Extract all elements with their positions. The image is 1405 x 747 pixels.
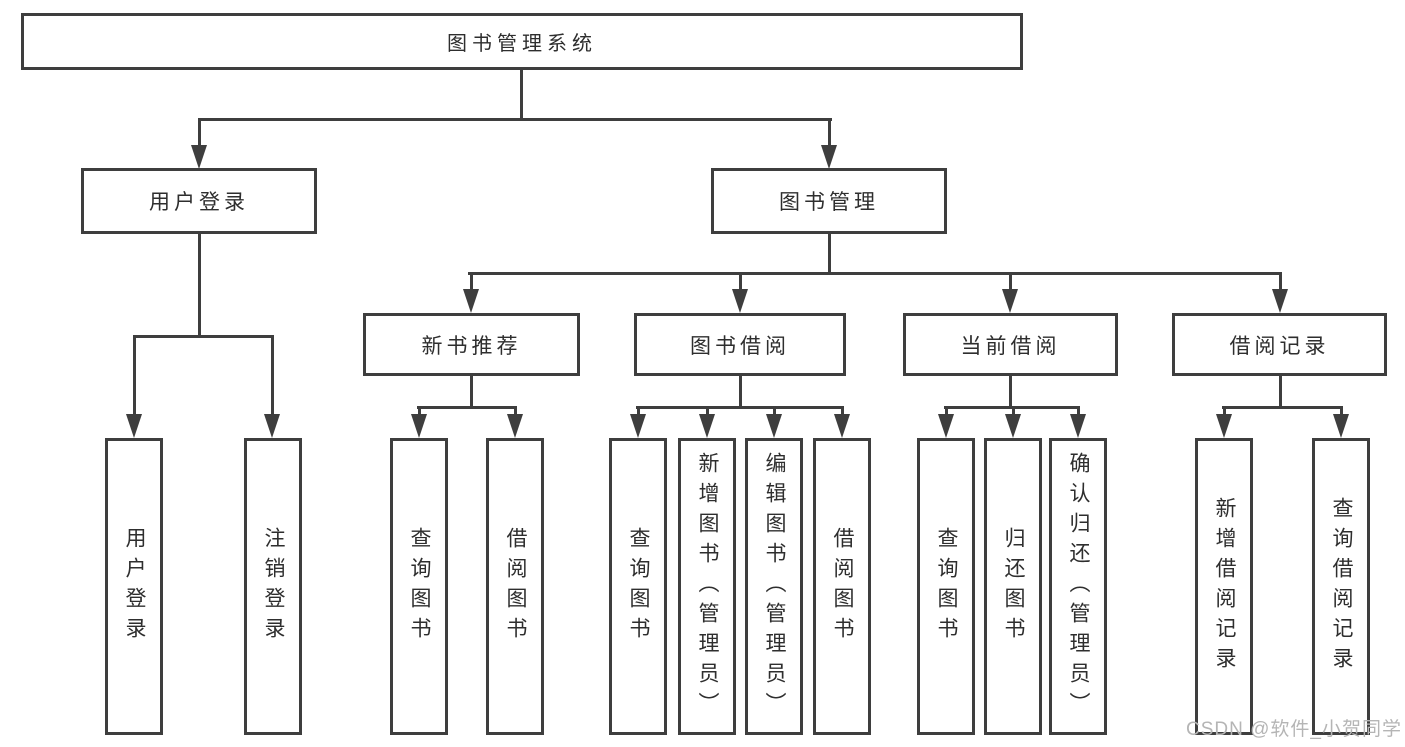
connector-line: [271, 337, 274, 415]
connector-line: [739, 376, 742, 408]
arrowhead-icon: [264, 414, 280, 438]
leaf-borrow-edit-books-admin: 编辑图书（管理员）: [745, 438, 803, 735]
arrowhead-icon: [126, 414, 142, 438]
connector-line: [636, 406, 844, 409]
arrowhead-icon: [732, 289, 748, 313]
arrowhead-icon: [191, 145, 207, 169]
connector-line: [944, 406, 1080, 409]
arrowhead-icon: [1005, 414, 1021, 438]
node-book-management: 图书管理: [711, 168, 947, 234]
node-new-book-recommend: 新书推荐: [363, 313, 580, 376]
connector-line: [418, 408, 421, 416]
arrowhead-icon: [834, 414, 850, 438]
leaf-borrow-add-books-admin: 新增图书（管理员）: [678, 438, 736, 735]
node-root: 图书管理系统: [21, 13, 1023, 70]
arrowhead-icon: [766, 414, 782, 438]
arrowhead-icon: [1216, 414, 1232, 438]
node-book-borrow: 图书借阅: [634, 313, 846, 376]
connector-line: [1223, 408, 1226, 416]
connector-line: [1009, 274, 1012, 290]
connector-line: [198, 234, 201, 337]
connector-line: [739, 274, 742, 290]
connector-line: [945, 408, 948, 416]
connector-line: [841, 408, 844, 416]
connector-line: [470, 274, 473, 290]
leaf-current-query-books: 查询图书: [917, 438, 975, 735]
leaf-borrow-borrow-books: 借阅图书: [813, 438, 871, 735]
leaf-current-confirm-return-admin: 确认归还（管理员）: [1049, 438, 1107, 735]
leaf-borrow-query-books: 查询图书: [609, 438, 667, 735]
leaf-records-query-record: 查询借阅记录: [1312, 438, 1370, 735]
arrowhead-icon: [630, 414, 646, 438]
leaf-current-return-books: 归还图书: [984, 438, 1042, 735]
connector-line: [1279, 274, 1282, 290]
leaf-recommend-query-books: 查询图书: [390, 438, 448, 735]
arrowhead-icon: [938, 414, 954, 438]
arrowhead-icon: [463, 289, 479, 313]
connector-line: [470, 376, 473, 408]
leaf-recommend-borrow-books: 借阅图书: [486, 438, 544, 735]
node-current-borrow: 当前借阅: [903, 313, 1118, 376]
connector-line: [133, 335, 274, 338]
leaf-user-login: 用户登录: [105, 438, 163, 735]
connector-line: [198, 118, 832, 121]
connector-line: [417, 406, 517, 409]
leaf-logout: 注销登录: [244, 438, 302, 735]
arrowhead-icon: [821, 145, 837, 169]
node-user-login: 用户登录: [81, 168, 317, 234]
connector-line: [1009, 376, 1012, 408]
arrowhead-icon: [1070, 414, 1086, 438]
connector-line: [514, 408, 517, 416]
connector-line: [1279, 376, 1282, 408]
arrowhead-icon: [1002, 289, 1018, 313]
connector-line: [828, 120, 831, 146]
arrowhead-icon: [1333, 414, 1349, 438]
node-borrow-records: 借阅记录: [1172, 313, 1387, 376]
csdn-watermark: CSDN @软件_小贺同学: [1186, 719, 1402, 740]
leaf-records-add-record: 新增借阅记录: [1195, 438, 1253, 735]
arrowhead-icon: [507, 414, 523, 438]
connector-line: [773, 408, 776, 416]
connector-line: [1012, 408, 1015, 416]
connector-line: [706, 408, 709, 416]
connector-line: [1077, 408, 1080, 416]
connector-line: [520, 70, 523, 119]
connector-line: [198, 120, 201, 146]
connector-line: [468, 272, 1282, 275]
connector-line: [828, 234, 831, 274]
connector-line: [1340, 408, 1343, 416]
connector-line: [1222, 406, 1343, 409]
arrowhead-icon: [411, 414, 427, 438]
connector-line: [637, 408, 640, 416]
arrowhead-icon: [699, 414, 715, 438]
connector-line: [133, 337, 136, 415]
arrowhead-icon: [1272, 289, 1288, 313]
